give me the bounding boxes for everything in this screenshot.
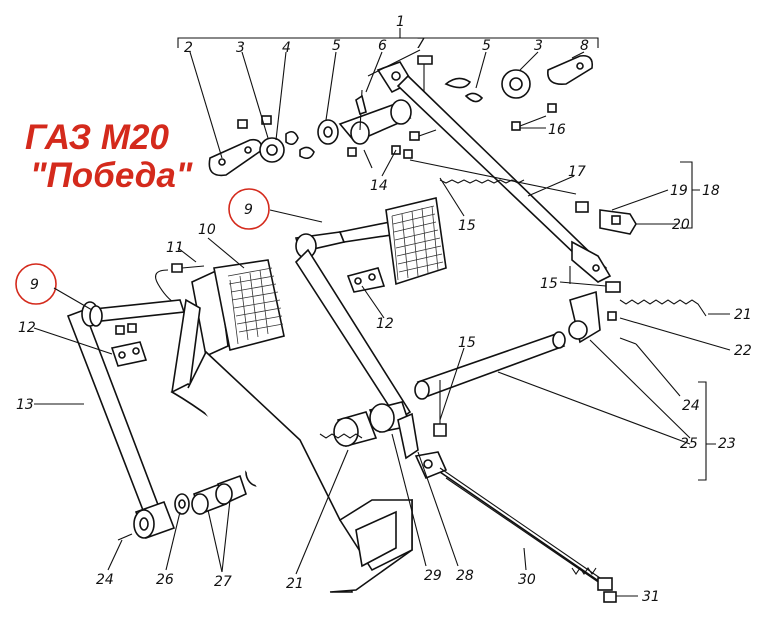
label-7: 7 <box>416 36 425 52</box>
label-5-left: 5 <box>332 38 341 54</box>
bracket-group-1 <box>177 28 599 48</box>
label-29: 29 <box>424 568 442 584</box>
label-15-top: 15 <box>458 218 476 234</box>
label-15-lower: 15 <box>458 335 476 351</box>
label-24-left: 24 <box>96 572 114 588</box>
label-12-right: 12 <box>376 316 394 332</box>
highlight-circle-9-lower <box>15 263 57 305</box>
leader-lines <box>33 49 731 597</box>
label-9-lower: 9 <box>30 277 39 293</box>
label-24-right: 24 <box>682 398 700 414</box>
label-30: 30 <box>518 572 536 588</box>
label-5-right: 5 <box>482 38 491 54</box>
highlight-circle-9-upper <box>228 188 270 230</box>
label-18: 18 <box>702 183 720 199</box>
label-12-left: 12 <box>18 320 36 336</box>
label-13: 13 <box>16 397 34 413</box>
label-14: 14 <box>370 178 388 194</box>
bracket-group-18 <box>680 161 700 229</box>
label-28: 28 <box>456 568 474 584</box>
label-15-middle: 15 <box>540 276 558 292</box>
label-16: 16 <box>548 122 566 138</box>
label-11: 11 <box>166 240 184 256</box>
label-17: 17 <box>568 164 586 180</box>
label-19: 19 <box>670 183 688 199</box>
title-line-1: ГАЗ М20 <box>25 118 169 157</box>
label-26: 26 <box>156 572 174 588</box>
clutch-pedal-assembly <box>66 259 413 593</box>
brake-pedal-assembly <box>294 197 707 603</box>
label-27: 27 <box>214 574 232 590</box>
title-line-2: "Победа" <box>30 156 193 195</box>
label-23: 23 <box>718 436 736 452</box>
label-9-upper: 9 <box>244 202 253 218</box>
label-1: 1 <box>396 14 405 30</box>
label-20: 20 <box>672 217 690 233</box>
part-number-labels: 1 2 3 4 5 6 7 5 3 8 16 14 15 17 19 18 20… <box>16 14 752 605</box>
label-10: 10 <box>198 222 216 238</box>
label-25: 25 <box>680 436 698 452</box>
label-4: 4 <box>282 40 291 56</box>
top-linkage-assembly <box>208 54 637 283</box>
label-2: 2 <box>184 40 193 56</box>
label-21-right: 21 <box>734 307 752 323</box>
bracket-group-23 <box>698 381 716 481</box>
label-31: 31 <box>642 589 660 605</box>
label-21-lower: 21 <box>286 576 304 592</box>
label-3-right: 3 <box>534 38 543 54</box>
label-3-left: 3 <box>236 40 245 56</box>
label-8: 8 <box>580 38 589 54</box>
label-6: 6 <box>378 38 387 54</box>
label-22: 22 <box>734 343 752 359</box>
